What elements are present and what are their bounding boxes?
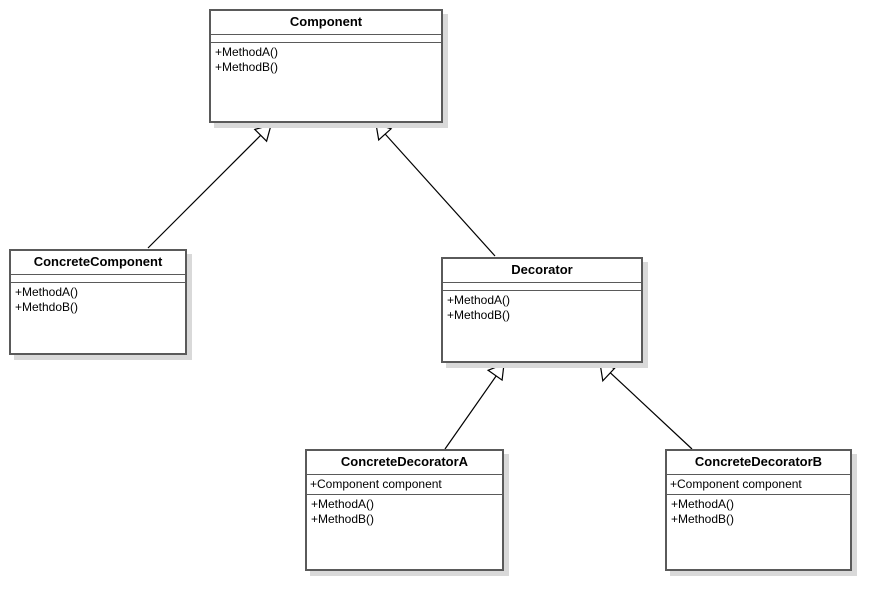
class-component[interactable]: Component +MethodA() +MethodB()	[209, 9, 443, 123]
class-concrete-component[interactable]: ConcreteComponent +MethodA() +MethdoB()	[9, 249, 187, 355]
operation: +MethodB()	[215, 60, 279, 74]
operations-compartment: +MethodA() +MethdoB()	[11, 283, 185, 317]
attributes-compartment: +Component component	[307, 475, 502, 495]
edge-decoratorb-to-decorator	[599, 362, 693, 450]
generalization-arrow-icon	[253, 124, 272, 143]
operations-compartment: +MethodA() +MethodB()	[443, 291, 641, 325]
attributes-compartment	[443, 283, 641, 291]
operations-compartment: +MethodA() +MethodB()	[211, 43, 441, 77]
generalization-arrow-icon	[375, 123, 393, 142]
generalization-arrow-icon	[486, 363, 505, 382]
operation: +MethodB()	[447, 308, 511, 322]
operation: +MethodB()	[671, 512, 735, 526]
edge-decorator-to-component	[375, 123, 496, 257]
class-name: Component	[211, 11, 441, 35]
operation: +MethodA()	[15, 285, 79, 299]
attribute: +Component component	[310, 477, 442, 491]
class-name: ConcreteDecoratorB	[667, 451, 850, 475]
class-name: Decorator	[443, 259, 641, 283]
class-name: ConcreteDecoratorA	[307, 451, 502, 475]
operation: +MethodA()	[671, 497, 735, 511]
edge-concretecomponent-to-component	[147, 124, 272, 249]
attributes-compartment	[211, 35, 441, 43]
generalization-arrow-icon	[599, 362, 616, 383]
attributes-compartment: +Component component	[667, 475, 850, 495]
edge-decoratora-to-decorator	[444, 363, 505, 450]
operation: +MethodB()	[311, 512, 375, 526]
class-decorator[interactable]: Decorator +MethodA() +MethodB()	[441, 257, 643, 363]
operation: +MethdoB()	[15, 300, 79, 314]
operation: +MethodA()	[311, 497, 375, 511]
class-concrete-decorator-a[interactable]: ConcreteDecoratorA +Component component …	[305, 449, 504, 571]
operation: +MethodA()	[215, 45, 279, 59]
operation: +MethodA()	[447, 293, 511, 307]
operations-compartment: +MethodA() +MethodB()	[667, 495, 850, 529]
operations-compartment: +MethodA() +MethodB()	[307, 495, 502, 529]
attribute: +Component component	[670, 477, 802, 491]
class-concrete-decorator-b[interactable]: ConcreteDecoratorB +Component component …	[665, 449, 852, 571]
class-name: ConcreteComponent	[11, 251, 185, 275]
attributes-compartment	[11, 275, 185, 283]
